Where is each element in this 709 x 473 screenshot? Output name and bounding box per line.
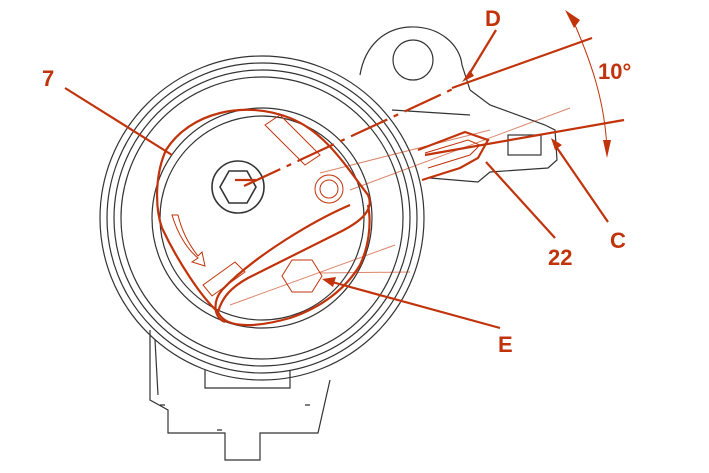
pulley — [99, 55, 425, 381]
leader-e — [331, 280, 501, 330]
rotation-arrow — [171, 214, 206, 267]
eccentric-plate — [155, 107, 571, 327]
adjuster-gear — [314, 174, 344, 204]
leader-c — [554, 144, 609, 223]
label-7: 7 — [42, 66, 54, 91]
angle-reference — [243, 10, 625, 187]
leader-d — [467, 29, 497, 77]
label-d: D — [485, 6, 501, 31]
label-22: 22 — [548, 245, 572, 270]
hex-e — [281, 259, 323, 293]
center-bolt — [211, 160, 265, 214]
label-10-degrees: 10° — [598, 59, 631, 84]
label-e: E — [498, 332, 513, 357]
leader-22 — [485, 161, 556, 239]
label-c: C — [610, 228, 626, 253]
hex-socket — [219, 170, 257, 204]
base-bracket — [149, 26, 558, 461]
bracket-bolt-hole — [392, 39, 434, 81]
leader-7 — [64, 87, 173, 156]
leader-lines — [64, 29, 609, 330]
bracket-slot — [507, 134, 542, 156]
